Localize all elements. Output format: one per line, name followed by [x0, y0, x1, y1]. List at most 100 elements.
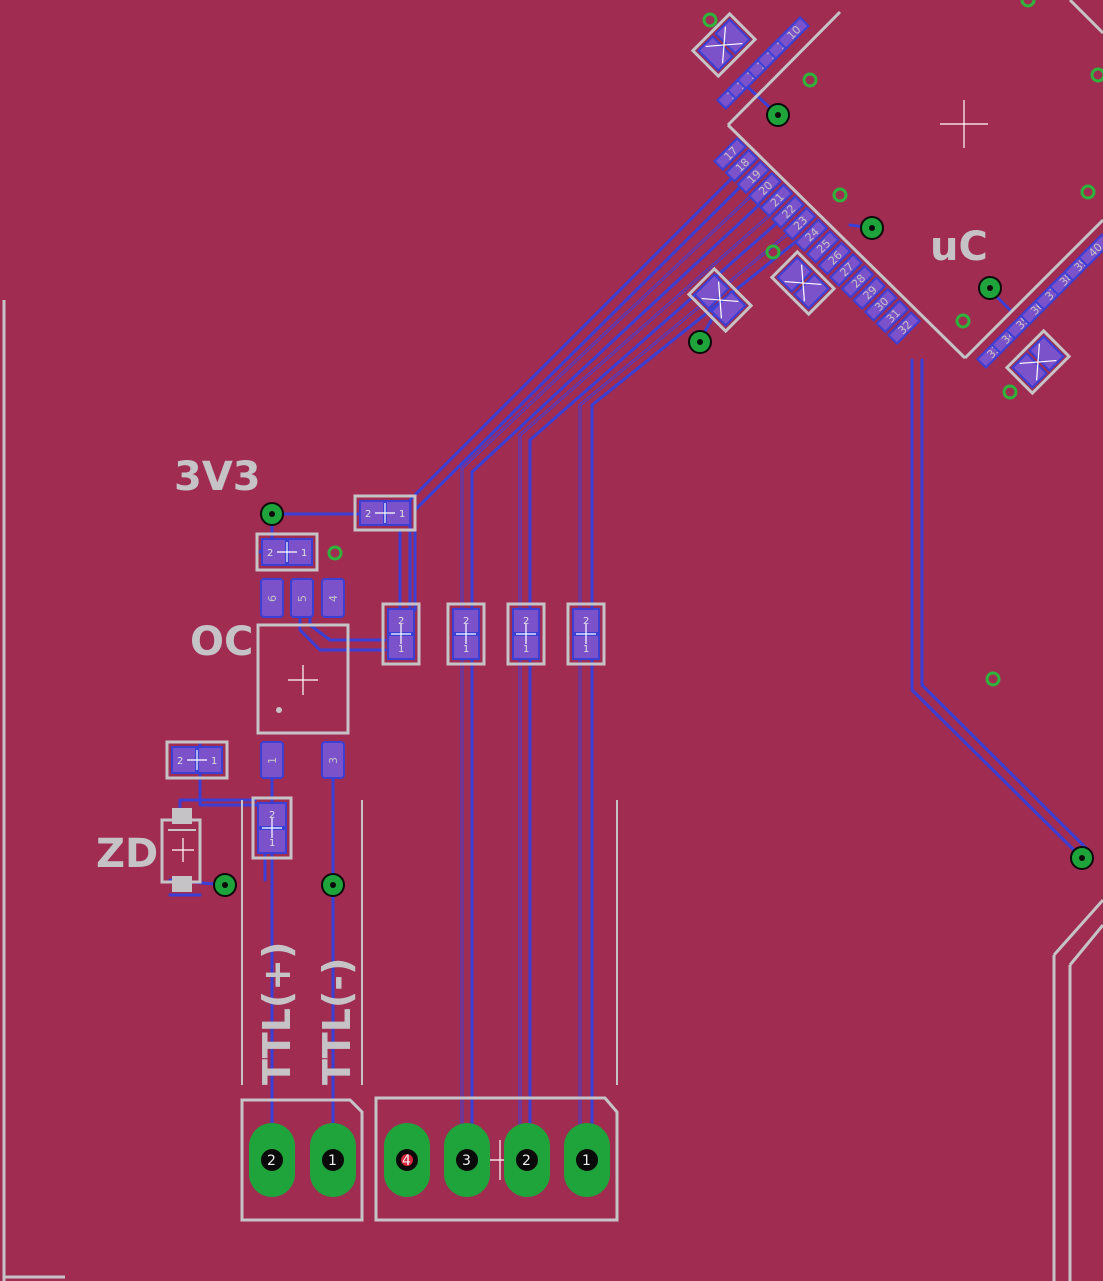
pin-number: 1 [328, 1153, 337, 1169]
oc-pin: 1 [260, 741, 284, 779]
resistor-ttl: 21 [251, 796, 293, 860]
through-hole-pin: 2 [504, 1123, 550, 1197]
uc-pin-group: 1615141312111017181920212223242526272829… [713, 16, 1103, 369]
oc-pin: 4 [321, 578, 345, 618]
pin-number: 2 [522, 1153, 531, 1169]
connector-large-pins: 4 3 2 1 [384, 1123, 610, 1197]
pad-number: 2 [267, 548, 273, 559]
pin-pad [840, 264, 875, 299]
connector-large: 4 3 2 1 [374, 1096, 619, 1222]
regulator-label: 3V3 [174, 454, 261, 500]
pin-number: 3 [462, 1153, 471, 1169]
test-point [1002, 384, 1018, 400]
via [260, 502, 284, 526]
test-point [1090, 67, 1103, 83]
uc-right-pin: 40 [1077, 233, 1103, 268]
pin-pad [852, 276, 887, 311]
through-hole-pin: 2 [249, 1123, 295, 1197]
uc-bottom-pin: 17 [713, 137, 747, 171]
test-point [955, 313, 971, 329]
pin-number: 40 [1086, 241, 1103, 260]
resistor-bus-1: 21 [381, 602, 421, 666]
pin-pad [829, 253, 863, 287]
capacitor-uc-2 [686, 266, 754, 334]
pad-number: 2 [398, 616, 404, 627]
oc-label: OC [190, 619, 253, 665]
test-point [985, 671, 1001, 687]
zener-diode: ZD [96, 808, 202, 892]
uc-bottom-pin: 25 [805, 229, 840, 264]
test-point [1080, 184, 1096, 200]
test-point [765, 244, 781, 260]
pin-pad [747, 171, 782, 206]
uc-label: uC [930, 224, 988, 270]
pad-number: 1 [211, 756, 217, 767]
pin-number: 4 [402, 1153, 411, 1169]
oc-pin: 5 [290, 578, 314, 618]
pin-pad [863, 287, 898, 322]
pin-number: 3 [327, 757, 340, 764]
pad-number: 1 [399, 509, 405, 520]
pin-number: 4 [327, 595, 340, 602]
pin-pad [794, 218, 829, 253]
pin-number: 1 [266, 757, 279, 764]
resistor-bus-4: 21 [566, 602, 606, 666]
oc-pin: 6 [260, 578, 284, 618]
zener-label: ZD [96, 831, 158, 877]
pin-pad [887, 311, 921, 345]
through-hole-pin: 4 [384, 1123, 430, 1197]
oc-pin: 3 [321, 741, 345, 779]
via [1070, 846, 1094, 870]
via [860, 216, 884, 240]
pin-pad [1077, 233, 1103, 268]
pin-pad [782, 206, 817, 241]
uc-bottom-pin: 27 [829, 253, 863, 287]
pad-number: 2 [463, 616, 469, 627]
pin-pad [875, 299, 910, 334]
pin-pad [817, 241, 852, 276]
pad-number: 1 [523, 644, 529, 655]
pin-pad [759, 183, 794, 218]
pad-number: 2 [523, 616, 529, 627]
pad-number: 1 [583, 644, 589, 655]
ttl-minus-label: TTL(-) [315, 958, 359, 1085]
ttl-labels: TTL(+) TTL(-) [241, 800, 618, 1085]
optocoupler: OC 6 5 4 1 3 [190, 578, 350, 779]
pin-pad [724, 148, 759, 183]
through-hole-pin: 1 [310, 1123, 356, 1197]
pin-pad [713, 137, 747, 171]
capacitor-uc-1 [690, 11, 758, 79]
through-hole-pin: 3 [444, 1123, 490, 1197]
pad-number: 2 [365, 509, 371, 520]
pin-pad [776, 16, 810, 50]
pin-pad [771, 195, 805, 229]
pad-number: 1 [463, 644, 469, 655]
pin-number: 5 [296, 595, 309, 602]
test-point [1020, 0, 1036, 8]
test-point [327, 545, 343, 561]
test-point [832, 187, 848, 203]
pin-number: 1 [582, 1153, 591, 1169]
pin-pad [805, 229, 840, 264]
resistor-bus-2: 21 [446, 602, 486, 666]
uc-bottom-pin: 19 [736, 160, 771, 195]
test-point [702, 12, 718, 28]
pin-number: 6 [266, 595, 279, 602]
test-point [802, 72, 818, 88]
uc-bottom-pin: 22 [771, 195, 805, 229]
microcontroller: uC 1615141312111017181920212223242526272… [713, 0, 1103, 369]
capacitor-uc-3 [769, 249, 837, 317]
via-group [213, 0, 1103, 897]
board-outline [2, 300, 1103, 1281]
resistor-bus-3: 21 [506, 602, 546, 666]
pad-number: 1 [301, 548, 307, 559]
oc-pin-group: 6 5 4 1 3 [260, 578, 345, 779]
pad-number: 1 [398, 644, 404, 655]
